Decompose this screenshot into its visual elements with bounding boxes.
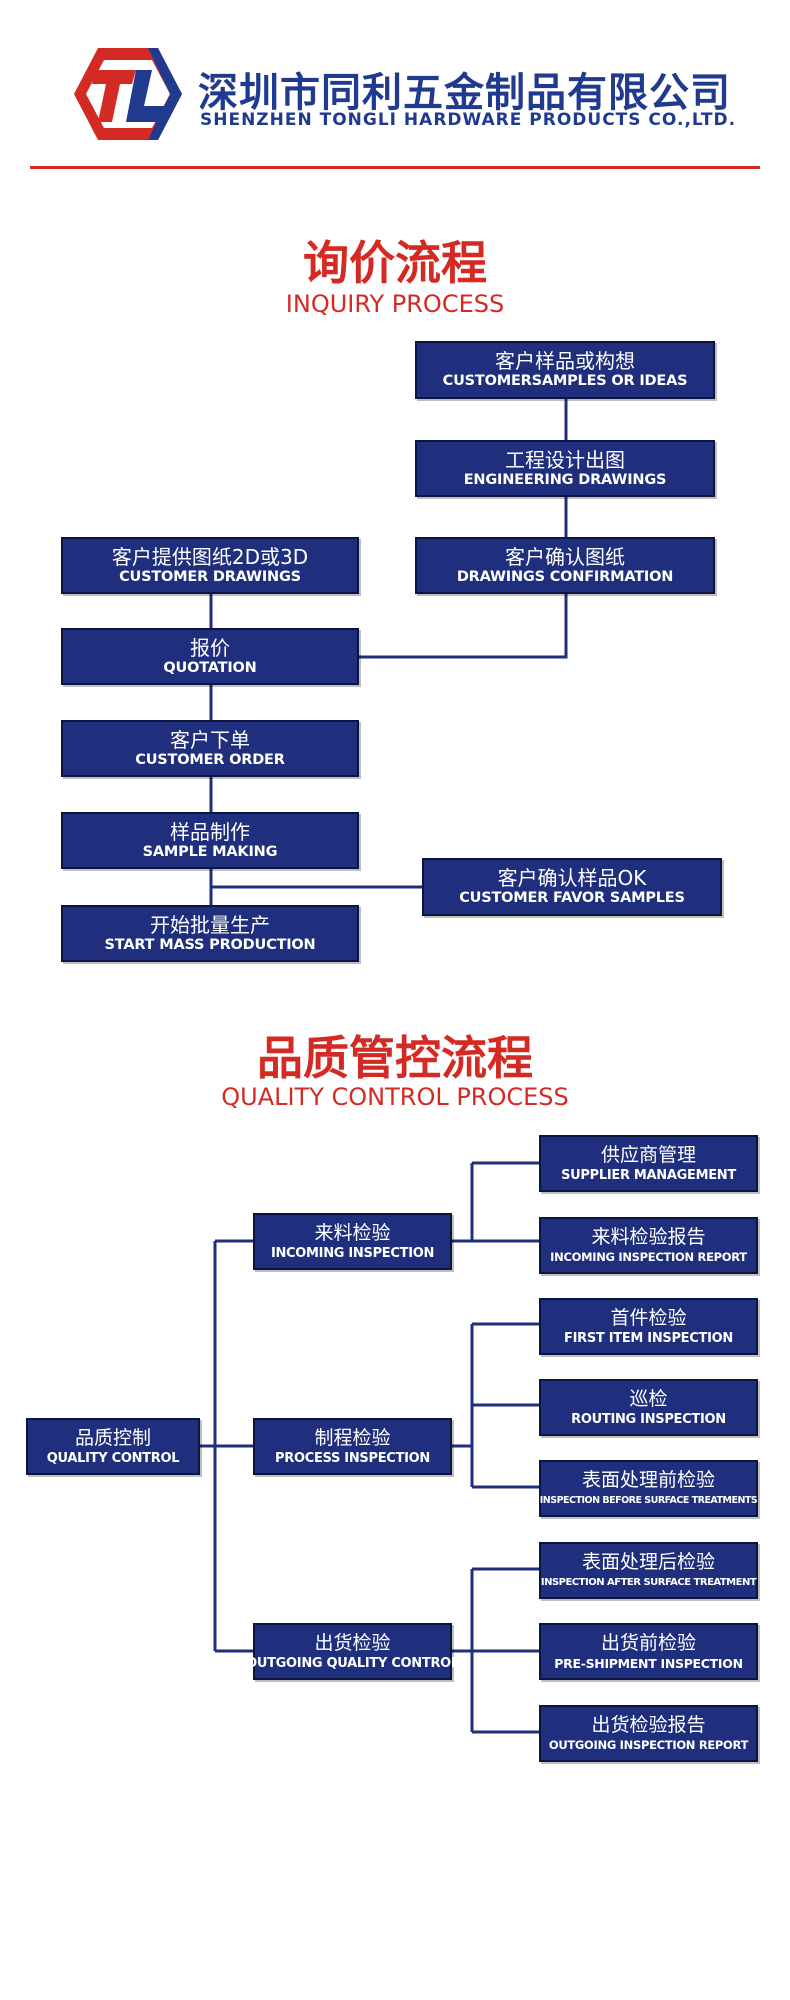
quality-root-cn: 品质控制 — [74, 1426, 151, 1449]
leaf-incoming-report-en: INCOMING INSPECTION REPORT — [550, 1249, 747, 1264]
leaf-supplier: 供应商管理 SUPPLIER MANAGEMENT — [539, 1135, 758, 1192]
stage-incoming: 来料检验 INCOMING INSPECTION — [253, 1213, 452, 1270]
leaf-incoming-report: 来料检验报告 INCOMING INSPECTION REPORT — [539, 1217, 758, 1274]
step-customer-order-cn: 客户下单 — [170, 727, 250, 752]
inquiry-title-cn: 询价流程 — [303, 236, 487, 290]
stage-outgoing-cn: 出货检验 — [314, 1631, 391, 1654]
leaf-pre-shipment: 出货前检验 PRE-SHIPMENT INSPECTION — [539, 1623, 758, 1680]
header-divider — [30, 166, 760, 169]
stage-incoming-cn: 来料检验 — [314, 1221, 391, 1244]
inquiry-title-en: INQUIRY PROCESS — [285, 290, 505, 318]
leaf-first-item-en: FIRST ITEM INSPECTION — [564, 1330, 733, 1346]
step-customer-drawings-cn: 客户提供图纸2D或3D — [111, 544, 309, 569]
quality-root-en: QUALITY CONTROL — [46, 1450, 180, 1466]
step-customer-samples-cn: 客户样品或构想 — [495, 349, 635, 373]
step-engineering-drawings-en: ENGINEERING DRAWINGS — [463, 471, 667, 488]
company-name-cn: 深圳市同利五金制品有限公司 — [198, 70, 731, 116]
quality-root: 品质控制 QUALITY CONTROL — [26, 1418, 200, 1475]
leaf-incoming-report-cn: 来料检验报告 — [591, 1225, 706, 1248]
leaf-outgoing-report-cn: 出货检验报告 — [591, 1713, 706, 1736]
step-favor-samples-cn: 客户确认样品OK — [497, 866, 647, 890]
quality-title-cn: 品质管控流程 — [257, 1031, 533, 1085]
step-favor-samples: 客户确认样品OK CUSTOMER FAVOR SAMPLES — [422, 858, 722, 916]
step-customer-order: 客户下单 CUSTOMER ORDER — [61, 720, 359, 777]
leaf-routing: 巡检 ROUTING INSPECTION — [539, 1379, 758, 1436]
leaf-before-surface-cn: 表面处理前检验 — [581, 1468, 715, 1491]
leaf-pre-shipment-en: PRE-SHIPMENT INSPECTION — [554, 1655, 743, 1671]
step-sample-making-en: SAMPLE MAKING — [142, 843, 278, 860]
step-favor-samples-en: CUSTOMER FAVOR SAMPLES — [459, 890, 685, 906]
step-customer-drawings: 客户提供图纸2D或3D CUSTOMER DRAWINGS — [61, 537, 359, 594]
step-drawings-confirmation-en: DRAWINGS CONFIRMATION — [456, 568, 674, 585]
step-sample-making-cn: 样品制作 — [170, 819, 250, 844]
step-engineering-drawings-cn: 工程设计出图 — [505, 447, 625, 472]
leaf-before-surface: 表面处理前检验 INSPECTION BEFORE SURFACE TREATM… — [539, 1460, 758, 1517]
leaf-supplier-cn: 供应商管理 — [600, 1143, 696, 1166]
step-mass-production: 开始批量生产 START MASS PRODUCTION — [61, 905, 359, 962]
step-sample-making: 样品制作 SAMPLE MAKING — [61, 812, 359, 869]
leaf-routing-en: ROUTING INSPECTION — [571, 1411, 726, 1427]
leaf-outgoing-report-en: OUTGOING INSPECTION REPORT — [548, 1737, 749, 1752]
step-mass-production-cn: 开始批量生产 — [150, 912, 270, 937]
step-drawings-confirmation: 客户确认图纸 DRAWINGS CONFIRMATION — [415, 537, 715, 594]
step-drawings-confirmation-cn: 客户确认图纸 — [505, 544, 625, 569]
leaf-outgoing-report: 出货检验报告 OUTGOING INSPECTION REPORT — [539, 1705, 758, 1762]
leaf-pre-shipment-cn: 出货前检验 — [600, 1631, 696, 1654]
company-name-en: SHENZHEN TONGLI HARDWARE PRODUCTS CO.,LT… — [200, 110, 737, 130]
step-customer-order-en: CUSTOMER ORDER — [135, 751, 285, 768]
leaf-first-item-cn: 首件检验 — [610, 1306, 687, 1329]
step-engineering-drawings: 工程设计出图 ENGINEERING DRAWINGS — [415, 440, 715, 497]
leaf-before-surface-en: INSPECTION BEFORE SURFACE TREATMENTS — [539, 1494, 758, 1506]
stage-outgoing-en: OUTGOING QUALITY CONTROL — [246, 1655, 459, 1671]
stage-process-en: PROCESS INSPECTION — [275, 1450, 430, 1466]
stage-process-cn: 制程检验 — [314, 1426, 391, 1449]
step-customer-samples-en: CUSTOMERSAMPLES OR IDEAS — [442, 373, 688, 389]
step-quotation-cn: 报价 — [190, 635, 230, 660]
step-customer-drawings-en: CUSTOMER DRAWINGS — [119, 568, 301, 585]
leaf-after-surface-en: INSPECTION AFTER SURFACE TREATMENT — [540, 1576, 757, 1588]
quality-title-en: QUALITY CONTROL PROCESS — [221, 1083, 569, 1111]
leaf-after-surface-cn: 表面处理后检验 — [581, 1550, 715, 1573]
leaf-first-item: 首件检验 FIRST ITEM INSPECTION — [539, 1298, 758, 1355]
stage-incoming-en: INCOMING INSPECTION — [270, 1245, 435, 1261]
leaf-after-surface: 表面处理后检验 INSPECTION AFTER SURFACE TREATME… — [539, 1542, 758, 1599]
stage-outgoing: 出货检验 OUTGOING QUALITY CONTROL — [246, 1623, 459, 1680]
step-quotation-en: QUOTATION — [163, 659, 257, 676]
leaf-routing-cn: 巡检 — [629, 1387, 668, 1410]
inquiry-connectors — [209, 399, 568, 905]
step-quotation: 报价 QUOTATION — [61, 628, 359, 685]
company-logo — [74, 48, 182, 140]
stage-process: 制程检验 PROCESS INSPECTION — [253, 1418, 452, 1475]
step-mass-production-en: START MASS PRODUCTION — [104, 936, 316, 953]
step-customer-samples: 客户样品或构想 CUSTOMERSAMPLES OR IDEAS — [415, 341, 715, 399]
leaf-supplier-en: SUPPLIER MANAGEMENT — [561, 1167, 736, 1183]
